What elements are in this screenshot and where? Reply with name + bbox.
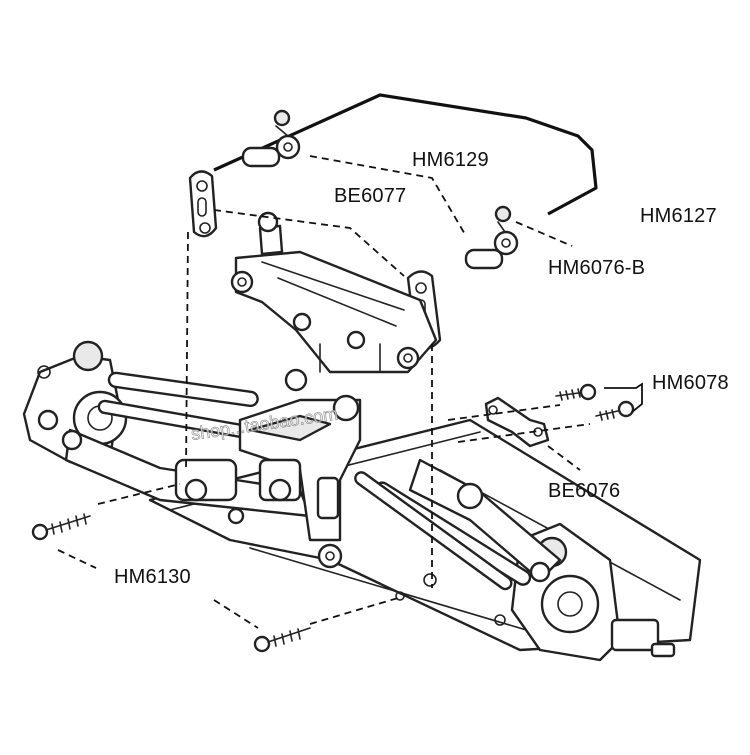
center-bulkhead — [174, 368, 437, 587]
label-hm6076b: HM6076-B — [548, 257, 646, 279]
label-be6076: BE6076 — [548, 480, 621, 502]
label-hm6130: HM6130 — [114, 566, 191, 588]
lower-arm-right — [408, 458, 562, 583]
screw-hm6078-upper — [555, 383, 597, 401]
leader-lines — [57, 155, 643, 629]
label-hm6127: HM6127 — [640, 205, 717, 227]
screw-hm6078-lower — [595, 400, 635, 421]
screw-hm6130-right — [253, 627, 311, 653]
screw-hm6130-left — [31, 513, 91, 541]
ball-end-left — [241, 109, 301, 168]
ball-end-right — [464, 205, 519, 270]
upper-link-right — [354, 471, 532, 591]
label-be6077: BE6077 — [334, 185, 407, 207]
label-hm6078: HM6078 — [652, 372, 729, 394]
pivot-arm-left — [188, 170, 218, 238]
anti-roll-mount — [230, 211, 438, 374]
label-hm6129: HM6129 — [412, 149, 489, 171]
anti-roll-wire — [213, 93, 598, 216]
